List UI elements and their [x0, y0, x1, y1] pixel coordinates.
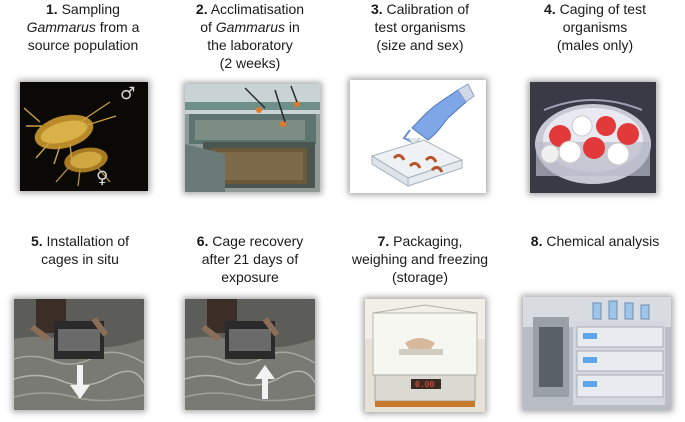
step-4-line-3: (males only)	[557, 37, 633, 53]
step-3-line-3: (size and sex)	[376, 37, 463, 53]
step-5-number: 5.	[31, 233, 43, 249]
step-6-number: 6.	[197, 233, 209, 249]
step-3-number: 3.	[371, 1, 383, 17]
step-4-caption: 4. Caging of test organisms (males only)	[515, 0, 675, 54]
step-7-number: 7.	[378, 233, 390, 249]
svg-text:0.00: 0.00	[415, 380, 434, 389]
step-6-line-3: exposure	[221, 269, 279, 285]
photo-chemical-analysis	[523, 297, 671, 410]
step-5-line-1: Installation of	[47, 233, 130, 249]
step-1-caption: 1. Sampling Gammarus from a source popul…	[8, 0, 158, 54]
step-7-line-2: weighing and freezing	[352, 251, 488, 267]
step-7-line-1: Packaging,	[393, 233, 462, 249]
step-1-line-1: Sampling	[62, 1, 120, 17]
step-1-line-2: from a	[100, 19, 140, 35]
photo-gammarus-specimen: ♂ ♀	[20, 82, 148, 191]
photo-cage-recovery	[185, 299, 315, 410]
photo-installation	[14, 299, 144, 410]
step-6-line-1: Cage recovery	[212, 233, 303, 249]
step-1-line-3: source population	[28, 37, 139, 53]
photo-calibration	[350, 80, 486, 193]
lab-tanks-illustration	[185, 84, 320, 192]
step-2-line-3: in	[289, 19, 300, 35]
photo-acclimatisation-tanks	[185, 84, 320, 192]
step-3-line-1: Calibration of	[387, 1, 470, 17]
recovery-illustration	[185, 299, 315, 410]
step-3-caption: 3. Calibration of test organisms (size a…	[345, 0, 495, 54]
instrument-illustration	[523, 297, 671, 410]
step-2-number: 2.	[196, 1, 208, 17]
step-2-line-1: Acclimatisation	[211, 1, 304, 17]
photo-weighing: 0.00	[365, 299, 485, 412]
step-2-line-5: (2 weeks)	[220, 55, 281, 71]
step-4-line-2: organisms	[563, 19, 628, 35]
step-6-line-2: after 21 days of	[202, 251, 299, 267]
step-5-caption: 5. Installation of cages in situ	[5, 232, 155, 268]
male-symbol: ♂	[120, 84, 135, 104]
step-8-number: 8.	[531, 233, 543, 249]
step-7-caption: 7. Packaging, weighing and freezing (sto…	[345, 232, 495, 286]
step-4-line-1: Caging of test	[560, 1, 646, 17]
step-6-caption: 6. Cage recovery after 21 days of exposu…	[175, 232, 325, 286]
installation-illustration	[14, 299, 144, 410]
calibration-illustration	[350, 80, 486, 193]
step-8-caption: 8. Chemical analysis	[515, 232, 675, 250]
step-2-line-4: the laboratory	[207, 37, 293, 53]
step-7-line-3: (storage)	[392, 269, 448, 285]
step-8-line-1: Chemical analysis	[546, 233, 659, 249]
step-1-number: 1.	[46, 1, 58, 17]
step-5-line-2: cages in situ	[41, 251, 119, 267]
cages-illustration	[530, 82, 656, 193]
step-2-caption: 2. Acclimatisation of Gammarus in the la…	[175, 0, 325, 72]
step-3-line-2: test organisms	[374, 19, 465, 35]
step-2-species: Gammarus	[216, 19, 285, 35]
step-4-number: 4.	[544, 1, 556, 17]
step-2-line-2: of	[200, 19, 212, 35]
step-1-species: Gammarus	[27, 19, 96, 35]
balance-illustration: 0.00	[365, 299, 485, 412]
female-symbol: ♀	[96, 168, 108, 188]
photo-caging	[530, 82, 656, 193]
